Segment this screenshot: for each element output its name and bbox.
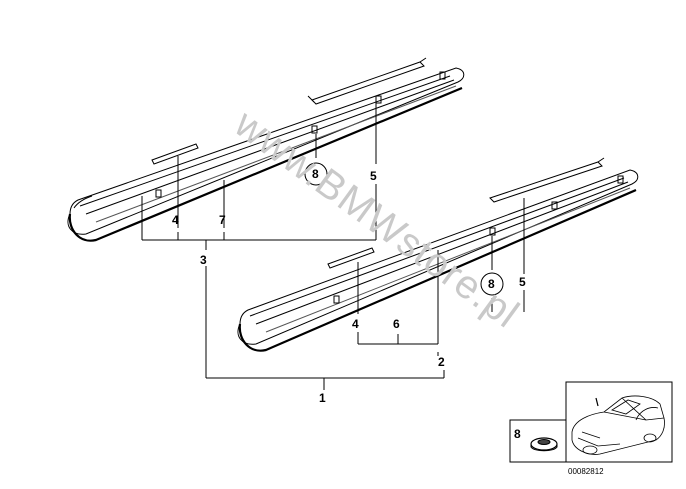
car-icon xyxy=(571,395,665,455)
inset-part-8: 8 xyxy=(509,419,567,463)
inset-car-thumbnail: 00082812 xyxy=(565,381,673,476)
diagram-code: 00082812 xyxy=(568,467,604,476)
callout-3[interactable]: 3 xyxy=(200,253,207,267)
callout-2[interactable]: 2 xyxy=(438,355,445,369)
lower-clip-8[interactable] xyxy=(489,227,496,236)
inset-part-number[interactable]: 8 xyxy=(514,427,521,441)
callout-8-lower-circle xyxy=(480,272,504,296)
lower-clip-3[interactable] xyxy=(617,175,624,184)
callouts: 4 7 5 8 3 4 6 8 5 2 1 xyxy=(172,162,526,405)
callout-1[interactable]: 1 xyxy=(319,391,326,405)
lower-clip-2[interactable] xyxy=(551,201,558,210)
callout-8-upper[interactable]: 8 xyxy=(312,167,319,181)
callout-7[interactable]: 7 xyxy=(219,213,226,227)
callout-4-upper[interactable]: 4 xyxy=(172,213,179,227)
leader-lines xyxy=(141,96,525,390)
upper-clip-1[interactable] xyxy=(155,189,162,198)
grommet-icon xyxy=(530,437,558,452)
lower-clip-1[interactable] xyxy=(333,295,340,304)
upper-cover-strip-5[interactable] xyxy=(311,61,425,105)
callout-8-lower[interactable]: 8 xyxy=(488,277,495,291)
callout-4-lower[interactable]: 4 xyxy=(352,317,359,331)
upper-roof-rail[interactable] xyxy=(67,57,465,242)
callout-5-lower[interactable]: 5 xyxy=(519,275,526,289)
lower-cover-4[interactable] xyxy=(327,247,375,269)
callout-6[interactable]: 6 xyxy=(393,317,400,331)
upper-cover-4[interactable] xyxy=(151,143,199,165)
callout-5-upper[interactable]: 5 xyxy=(370,169,377,183)
upper-clip-3[interactable] xyxy=(439,71,446,80)
upper-clip-8[interactable] xyxy=(311,125,318,134)
lower-cover-strip-5[interactable] xyxy=(489,161,603,203)
callout-8-upper-circle xyxy=(304,162,328,186)
